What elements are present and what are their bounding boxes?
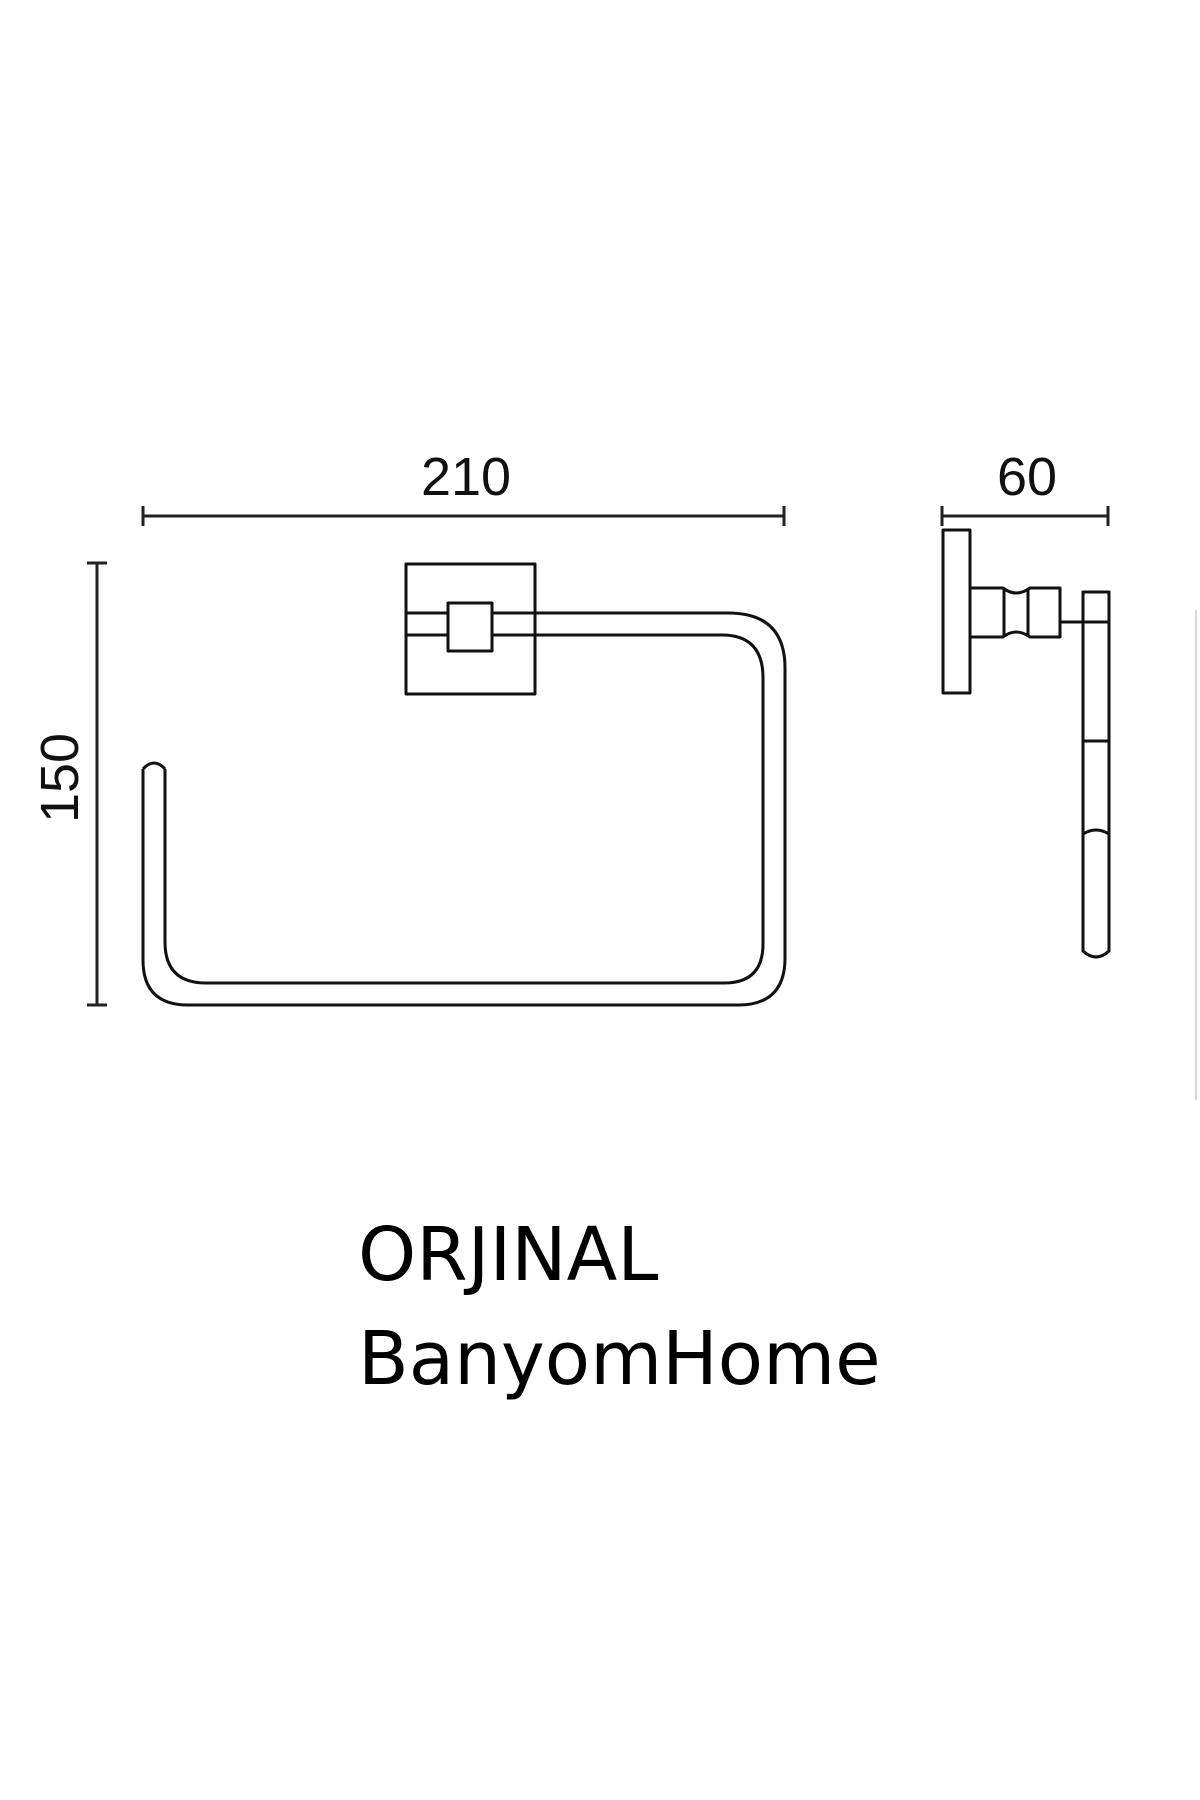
plate-connector bbox=[446, 601, 494, 653]
ring-inner-outline bbox=[163, 633, 765, 985]
depth-dimension: 60 bbox=[940, 447, 1110, 526]
height-dimension-label: 150 bbox=[30, 733, 90, 823]
ring-end-cap bbox=[141, 761, 167, 771]
side-ring-bar bbox=[1081, 590, 1111, 959]
ring-outer-outline bbox=[141, 611, 787, 1007]
side-cap bbox=[1081, 590, 1111, 624]
side-connector bbox=[970, 586, 1062, 639]
towel-ring-side-view bbox=[941, 528, 1111, 959]
depth-dimension-label: 60 bbox=[997, 447, 1057, 507]
width-dimension-label: 210 bbox=[421, 447, 511, 507]
side-ring-segment-2 bbox=[1082, 828, 1110, 836]
towel-ring-front-view bbox=[141, 562, 787, 1007]
wall-plate bbox=[404, 562, 537, 696]
height-dimension: 150 bbox=[30, 561, 107, 1007]
caption-original-label: ORJINAL bbox=[358, 1212, 659, 1298]
width-dimension: 210 bbox=[141, 447, 786, 526]
caption-brand-name: BanyomHome bbox=[358, 1316, 881, 1402]
side-wall-plate bbox=[941, 528, 972, 695]
